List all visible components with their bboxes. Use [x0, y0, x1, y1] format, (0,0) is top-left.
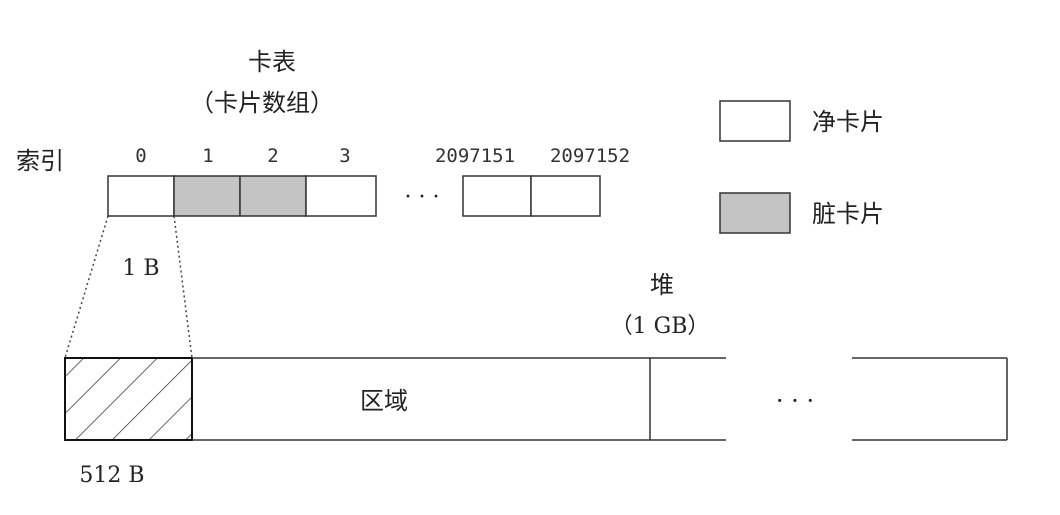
heap-card-area-hatched [65, 358, 192, 440]
region-label: 区域 [360, 387, 408, 415]
index-2097151: 2097151 [435, 145, 515, 167]
legend-dirty-label: 脏卡片 [812, 200, 884, 228]
heap-title: 堆 [650, 271, 674, 299]
index-2097152: 2097152 [550, 145, 630, 167]
card-cell-1-dirty [173, 175, 241, 217]
card-cell-2-dirty [239, 175, 307, 217]
card-cell-2097151-clean [462, 175, 532, 217]
mapping-line-left [64, 215, 109, 359]
index-3: 3 [339, 145, 350, 167]
card-cell-2097152-clean [530, 175, 601, 217]
card-cell-3-clean [305, 175, 377, 217]
heap-card-area-border [64, 357, 193, 441]
heap-size-label: （1 GB） [611, 314, 710, 339]
index-2: 2 [267, 145, 278, 167]
index-label: 索引 [16, 147, 64, 175]
legend-clean-swatch [719, 100, 791, 142]
card-bytes-label: 512 B [79, 463, 144, 488]
index-1: 1 [202, 145, 213, 167]
heap-ellipsis: · · · [776, 387, 814, 415]
card-table-title: 卡表 [248, 48, 296, 76]
card-table-subtitle: （卡片数组） [190, 89, 334, 117]
card-size-label: 1 B [122, 256, 159, 281]
card-table-ellipsis: · · · [405, 185, 440, 210]
index-0: 0 [135, 145, 146, 167]
mapping-line-right [173, 215, 193, 359]
legend-dirty-swatch [719, 192, 791, 234]
legend-clean-label: 净卡片 [812, 108, 884, 136]
card-cell-0-clean [107, 175, 175, 217]
